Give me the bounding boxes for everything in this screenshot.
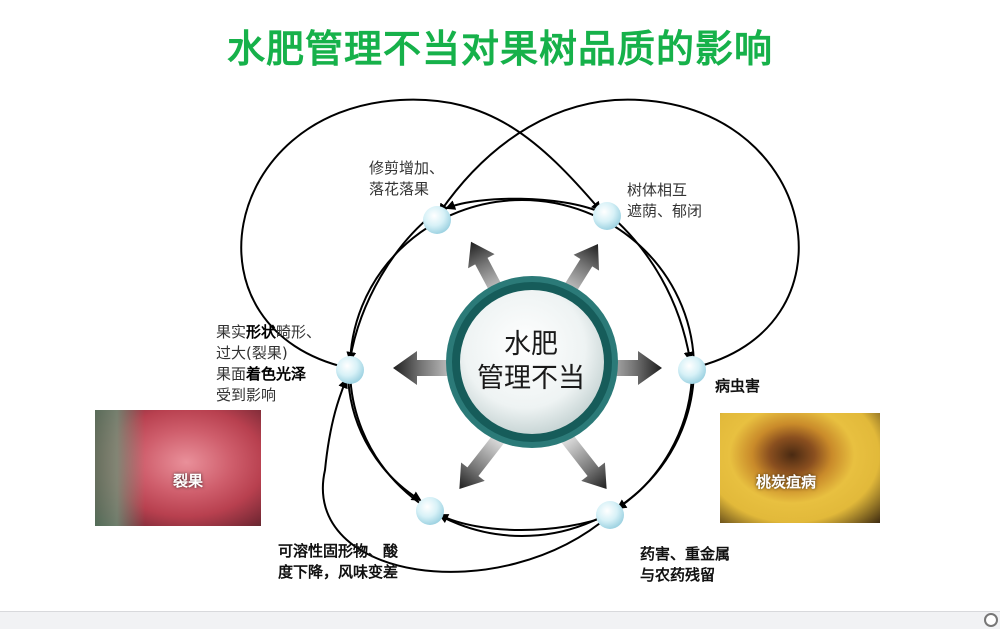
photo-caption-anthracnose: 桃炭疽病 — [756, 473, 817, 491]
footer-bar — [0, 611, 1000, 629]
node-dot-icon — [423, 206, 451, 234]
page-title: 水肥管理不当对果树品质的影响 — [226, 27, 773, 71]
arrow-icon — [393, 351, 465, 385]
node-label-residue: 药害、重金属 与农药残留 — [640, 545, 731, 584]
orbit-arrow-lower-right — [616, 374, 693, 510]
node-dot-icon — [416, 497, 444, 525]
node-label-pest: 病虫害 — [715, 377, 761, 395]
bottom-loop — [321, 378, 611, 573]
node-dot-icon — [593, 202, 621, 230]
node-label-solids: 可溶性固形物、酸 度下降，风味变差 — [278, 542, 399, 581]
arrow-icon — [590, 351, 662, 385]
orbit-arrow-right — [609, 214, 694, 362]
node-label-pruning: 修剪增加、 落花落果 — [369, 159, 445, 198]
node-dot-icon — [596, 501, 624, 529]
node-dot-icon — [678, 356, 706, 384]
photo-caption-peach: 裂果 — [173, 472, 204, 490]
anthracnose-photo: 桃炭疽病 — [720, 413, 880, 523]
node-dot-icon — [336, 356, 364, 384]
left-loop — [240, 98, 602, 369]
hub-label: 水肥 管理不当 — [477, 329, 585, 394]
arrow-icon — [560, 432, 607, 490]
footer-circle-icon[interactable] — [984, 613, 998, 627]
cracked-peach-photo: 裂果 — [95, 410, 261, 526]
orbit-arrow-upper-left — [346, 214, 433, 362]
arrow-icon — [459, 432, 506, 490]
orbit-arrow-top — [445, 197, 601, 213]
right-loop — [438, 98, 800, 369]
orbit-arrow-bottom — [438, 514, 611, 531]
node-label-canopy: 树体相互 遮荫、郁闭 — [627, 181, 703, 220]
orbit-arrow-lower-left — [347, 374, 422, 502]
node-label-shape: 果实形状畸形、 过大(裂果) 果面着色光泽 受到影响 — [216, 323, 322, 404]
hub — [446, 276, 618, 448]
